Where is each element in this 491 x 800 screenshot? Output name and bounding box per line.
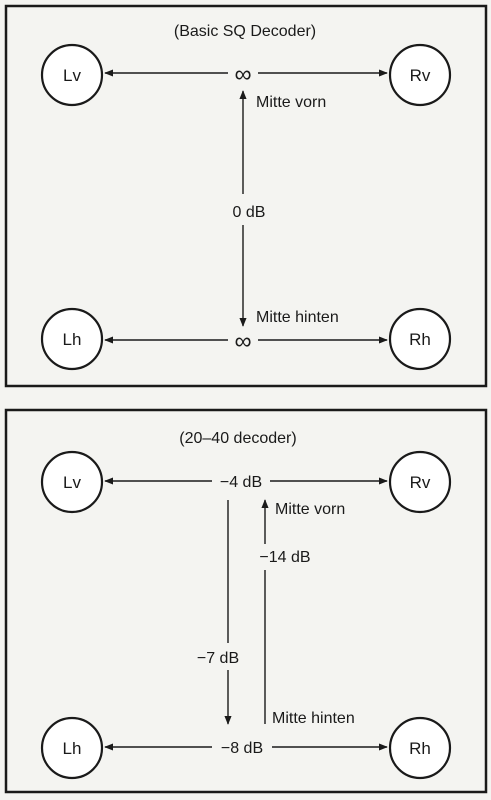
speaker-front-right [388, 450, 452, 514]
panel-frame [4, 4, 488, 388]
panel-title: (20–40 decoder) [179, 430, 296, 447]
speaker-front-right-label: Rv [410, 473, 431, 492]
speaker-rear-left-label: Lh [63, 330, 82, 349]
center-separation-label: 0 dB [233, 204, 266, 221]
front-to-rear-label: −7 dB [197, 650, 239, 667]
panel-title: (Basic SQ Decoder) [174, 23, 316, 40]
speaker-front-left [40, 43, 104, 107]
panel-20-40: (20–40 decoder) Lv Rv Lh Rh −4 dB −8 dB … [4, 408, 488, 794]
front-separation-label: ∞ [234, 61, 251, 88]
speaker-rear-left-label: Lh [63, 739, 82, 758]
speaker-rear-right [388, 307, 452, 371]
speaker-rear-left [40, 716, 104, 780]
speaker-front-right-label: Rv [410, 66, 431, 85]
panel-basic-sq: (Basic SQ Decoder) Lv Rv Lh Rh ∞ ∞ 0 dB … [4, 4, 488, 388]
speaker-front-left [40, 450, 104, 514]
speaker-rear-right-label: Rh [409, 330, 431, 349]
center-rear-label: Mitte hinten [272, 710, 355, 727]
speaker-front-left-label: Lv [63, 473, 81, 492]
speaker-rear-right [388, 716, 452, 780]
speaker-rear-left [40, 307, 104, 371]
panel-frame [4, 408, 488, 794]
rear-to-front-label: −14 dB [259, 549, 310, 566]
speaker-front-right [388, 43, 452, 107]
rear-separation-label: ∞ [234, 328, 251, 355]
center-front-label: Mitte vorn [275, 501, 345, 518]
front-separation-label: −4 dB [220, 474, 262, 491]
speaker-front-left-label: Lv [63, 66, 81, 85]
center-front-label: Mitte vorn [256, 94, 326, 111]
rear-separation-label: −8 dB [221, 740, 263, 757]
speaker-rear-right-label: Rh [409, 739, 431, 758]
center-rear-label: Mitte hinten [256, 309, 339, 326]
